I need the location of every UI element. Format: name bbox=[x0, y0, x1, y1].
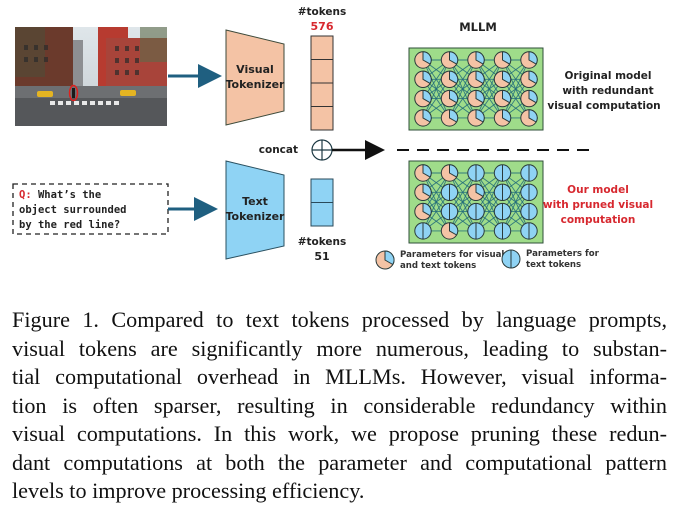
mixed-parameter-node bbox=[414, 202, 432, 221]
text-parameter-node bbox=[493, 183, 512, 202]
mixed-parameter-node bbox=[493, 109, 512, 127]
our-model-label-2: with pruned visual bbox=[543, 199, 653, 211]
mixed-parameter-node bbox=[520, 51, 538, 69]
original-model-label-1: Original model bbox=[564, 70, 651, 82]
text-parameter-node bbox=[493, 164, 512, 182]
text-tokenizer: Text Tokenizer bbox=[225, 160, 286, 260]
caption-line: visual computations. In this work, we pr… bbox=[12, 421, 667, 446]
visual-tokenizer: Visual Tokenizer bbox=[225, 29, 286, 126]
mixed-parameter-node bbox=[414, 164, 432, 182]
mixed-parameter-node bbox=[440, 164, 459, 182]
caption-line: tion is often sparser, resulting in cons… bbox=[12, 392, 667, 418]
legend-text-label-2: text tokens bbox=[526, 260, 581, 270]
concat-label: concat bbox=[259, 144, 298, 156]
mixed-parameter-node bbox=[440, 222, 459, 240]
visual-token-column bbox=[310, 35, 334, 131]
text-parameter-node bbox=[467, 164, 485, 182]
concat-icon bbox=[311, 139, 333, 161]
token-cell bbox=[310, 202, 334, 227]
mixed-parameter-node bbox=[414, 109, 432, 127]
mixed-parameter-node bbox=[467, 70, 485, 89]
token-cell bbox=[310, 82, 334, 107]
question-line-2: object surrounded bbox=[19, 204, 126, 216]
mixed-parameter-node bbox=[493, 70, 512, 89]
text-parameter-node bbox=[467, 202, 485, 221]
mixed-parameter-node bbox=[520, 109, 538, 127]
caption-line: Figure 1. Compared to text tokens proces… bbox=[12, 307, 667, 332]
street-photo bbox=[15, 27, 167, 126]
caption-line: levels to improve processing efficiency. bbox=[12, 478, 365, 503]
original-model-network bbox=[408, 47, 544, 131]
visual-tokens-count: 576 bbox=[311, 20, 334, 33]
text-parameter-node bbox=[440, 202, 459, 221]
mixed-parameter-node bbox=[414, 183, 432, 202]
caption-line: visual tokens are significantly more num… bbox=[12, 335, 667, 361]
figure-diagram: Visual Tokenizer #tokens 576 concat #tok… bbox=[12, 6, 661, 271]
text-tokens-count: 51 bbox=[314, 250, 329, 263]
caption-line: dant computations at both the parameter … bbox=[12, 449, 667, 475]
mixed-parameter-node bbox=[467, 89, 485, 108]
our-model-label-1: Our model bbox=[567, 184, 629, 196]
mixed-parameter-node bbox=[467, 183, 485, 202]
text-parameter-node bbox=[520, 202, 538, 221]
text-tokens-header: #tokens bbox=[298, 236, 347, 248]
text-tokenizer-label-2: Tokenizer bbox=[226, 210, 286, 223]
mixed-parameter-node bbox=[414, 70, 432, 89]
mixed-parameter-node bbox=[467, 109, 485, 127]
visual-tokenizer-label-2: Tokenizer bbox=[226, 78, 286, 91]
our-model-label-3: computation bbox=[561, 214, 636, 226]
text-parameter-node bbox=[520, 164, 538, 182]
red-outline-annotation bbox=[68, 84, 79, 102]
text-parameter-node bbox=[501, 249, 521, 269]
text-parameter-node bbox=[414, 222, 432, 240]
question-line-3: by the red line? bbox=[19, 219, 120, 231]
mixed-parameter-node bbox=[440, 109, 459, 127]
legend-mixed-parameters-icon bbox=[375, 250, 395, 270]
question-line-1: Q: What’s the bbox=[19, 189, 101, 201]
mixed-parameter-node bbox=[414, 89, 432, 108]
text-parameter-node bbox=[493, 222, 512, 240]
token-cell bbox=[310, 35, 334, 60]
legend-mixed-label-2: and text tokens bbox=[400, 261, 476, 271]
pruned-model-network bbox=[408, 160, 544, 244]
mixed-parameter-node bbox=[440, 70, 459, 89]
original-model-label-3: visual computation bbox=[547, 100, 660, 112]
token-cell bbox=[310, 59, 334, 84]
mixed-parameter-node bbox=[520, 70, 538, 89]
text-parameter-node bbox=[467, 222, 485, 240]
text-token-column bbox=[310, 178, 334, 227]
figure-caption: Figure 1. Compared to text tokens proces… bbox=[12, 306, 667, 506]
text-tokenizer-label-1: Text bbox=[242, 195, 268, 208]
token-cell bbox=[310, 178, 334, 203]
text-parameter-node bbox=[520, 183, 538, 202]
visual-tokenizer-label-1: Visual bbox=[236, 63, 274, 76]
legend-mixed-label-1: Parameters for visual bbox=[400, 250, 504, 260]
original-model-label-2: with redundant bbox=[562, 85, 653, 97]
mixed-parameter-node bbox=[467, 51, 485, 69]
mixed-parameter-node bbox=[440, 89, 459, 108]
visual-tokens-header: #tokens bbox=[298, 6, 347, 18]
mixed-parameter-node bbox=[493, 51, 512, 69]
mixed-parameter-node bbox=[375, 250, 395, 270]
mixed-parameter-node bbox=[414, 51, 432, 69]
mixed-parameter-node bbox=[493, 89, 512, 108]
text-parameter-node bbox=[520, 222, 538, 240]
mixed-parameter-node bbox=[440, 51, 459, 69]
legend-text-label-1: Parameters for bbox=[526, 249, 600, 259]
legend-text-parameters-icon bbox=[501, 249, 521, 269]
question-box: Q: What’s the object surrounded by the r… bbox=[12, 183, 169, 235]
caption-line: tial computational overhead in MLLMs. Ho… bbox=[12, 364, 667, 389]
mixed-parameter-node bbox=[520, 89, 538, 108]
text-parameter-node bbox=[440, 183, 459, 202]
token-cell bbox=[310, 106, 334, 131]
mllm-title: MLLM bbox=[459, 20, 497, 34]
text-parameter-node bbox=[493, 202, 512, 221]
